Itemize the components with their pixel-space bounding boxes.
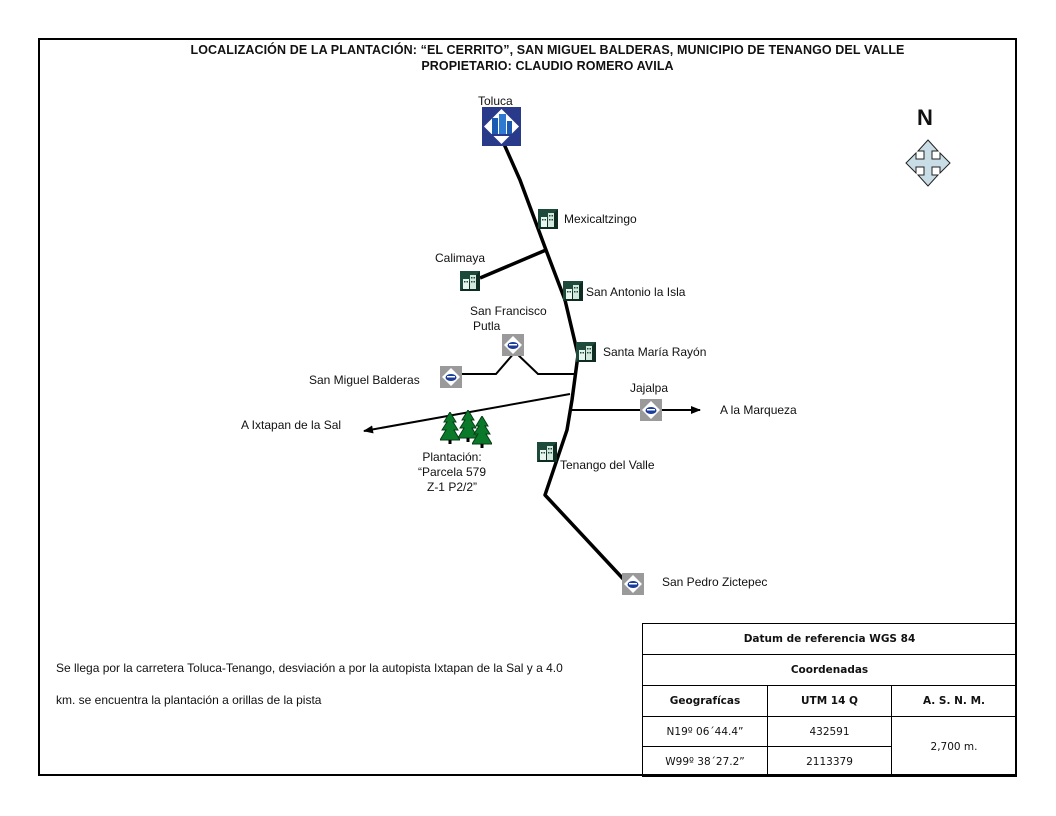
col-asnm: A. S. N. M. [891,685,1017,717]
col-geograficas: Geografícas [642,685,768,717]
owner-title: PROPIETARIO: CLAUDIO ROMERO AVILA [421,59,674,73]
cell-utm-x: 432591 [767,716,892,747]
label-calimaya: Calimaya [435,251,486,265]
map-frame [38,38,1017,776]
cell-utm-y: 2113379 [767,746,892,777]
label-putla: Putla [473,319,501,333]
plantacion-line1: Plantación: [422,450,482,464]
north-arrow-icon [905,139,951,187]
village-icon [440,366,462,388]
coordinates-table: Datum de referencia WGS 84 Coordenadas G… [642,623,1017,777]
pine-trees-icon [440,410,492,448]
directions-line1: Se llega por la carretera Toluca-Tenango… [56,661,563,675]
village-icon [502,334,524,356]
cell-lon: W99º 38´27.2” [642,746,768,777]
village-icon [622,573,644,595]
label-santa-maria: Santa María Rayón [603,345,707,359]
map-title: LOCALIZACIÓN DE LA PLANTACIÓN: “EL CERRI… [190,43,905,57]
label-san-antonio: San Antonio la Isla [586,285,686,299]
label-san-pedro: San Pedro Zictepec [662,575,768,589]
town-icon [538,209,558,229]
city-building-icon [482,107,521,146]
coordinates-header: Coordenadas [642,654,1017,686]
label-san-miguel: San Miguel Balderas [309,373,420,387]
north-label: N [917,105,933,130]
plantacion-line3: Z-1 P2/2” [426,480,477,494]
col-utm: UTM 14 Q [767,685,892,717]
town-icon [563,281,583,301]
label-plantacion: Plantación: “Parcela 579 Z-1 P2/2” [404,450,500,495]
cell-lat: N19º 06´44.4” [642,716,768,747]
road-calimaya [479,248,547,280]
label-ixtapan: A Ixtapan de la Sal [241,418,342,432]
directions-line2: km. se encuentra la plantación a orillas… [56,693,322,707]
village-icon [640,399,662,421]
main-road [498,134,629,585]
cell-altitude: 2,700 m. [891,716,1017,777]
label-mexicaltzingo: Mexicaltzingo [564,212,637,226]
town-icon [537,442,557,462]
label-marqueza: A la Marqueza [720,403,797,417]
town-icon [576,342,596,362]
datum-header: Datum de referencia WGS 84 [642,623,1017,655]
label-jajalpa: Jajalpa [630,381,669,395]
plantacion-line2: “Parcela 579 [417,465,487,479]
town-icon [460,271,480,291]
label-tenango: Tenango del Valle [560,458,655,472]
label-san-francisco: San Francisco [470,304,547,318]
label-toluca: Toluca [478,94,513,108]
